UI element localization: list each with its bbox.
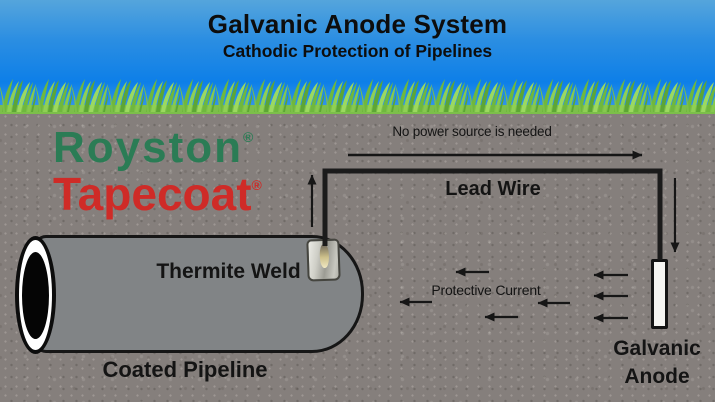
coated-pipeline-label: Coated Pipeline: [102, 357, 268, 382]
galvanic-anode-label-line2: Anode: [624, 364, 690, 388]
pipeline-end-opening: [22, 252, 49, 339]
logo-royston-word: Royston: [53, 123, 243, 172]
page-title: Galvanic Anode System: [207, 9, 508, 39]
galvanic-anode-rod: [651, 259, 668, 329]
brand-logo: Royston® Tapecoat®: [53, 126, 262, 218]
grass-strip: [0, 78, 715, 114]
thermite-weld-label: Thermite Weld: [156, 260, 301, 283]
no-power-label: No power source is needed: [392, 124, 552, 139]
galvanic-anode-label: Galvanic Anode: [597, 335, 715, 390]
registered-trademark-icon: ®: [243, 129, 254, 145]
logo-royston-text: Royston®: [53, 126, 262, 170]
galvanic-anode-label-line1: Galvanic: [613, 337, 701, 360]
lead-wire: [322, 168, 663, 260]
page-subtitle: Cathodic Protection of Pipelines: [222, 41, 493, 61]
registered-trademark-icon: ®: [251, 177, 262, 193]
lead-wire-label: Lead Wire: [445, 178, 541, 200]
protective-current-label: Protective Current: [431, 282, 541, 298]
logo-tapecoat-word: Tapecoat: [53, 168, 252, 220]
logo-tapecoat-text: Tapecoat®: [53, 171, 262, 217]
